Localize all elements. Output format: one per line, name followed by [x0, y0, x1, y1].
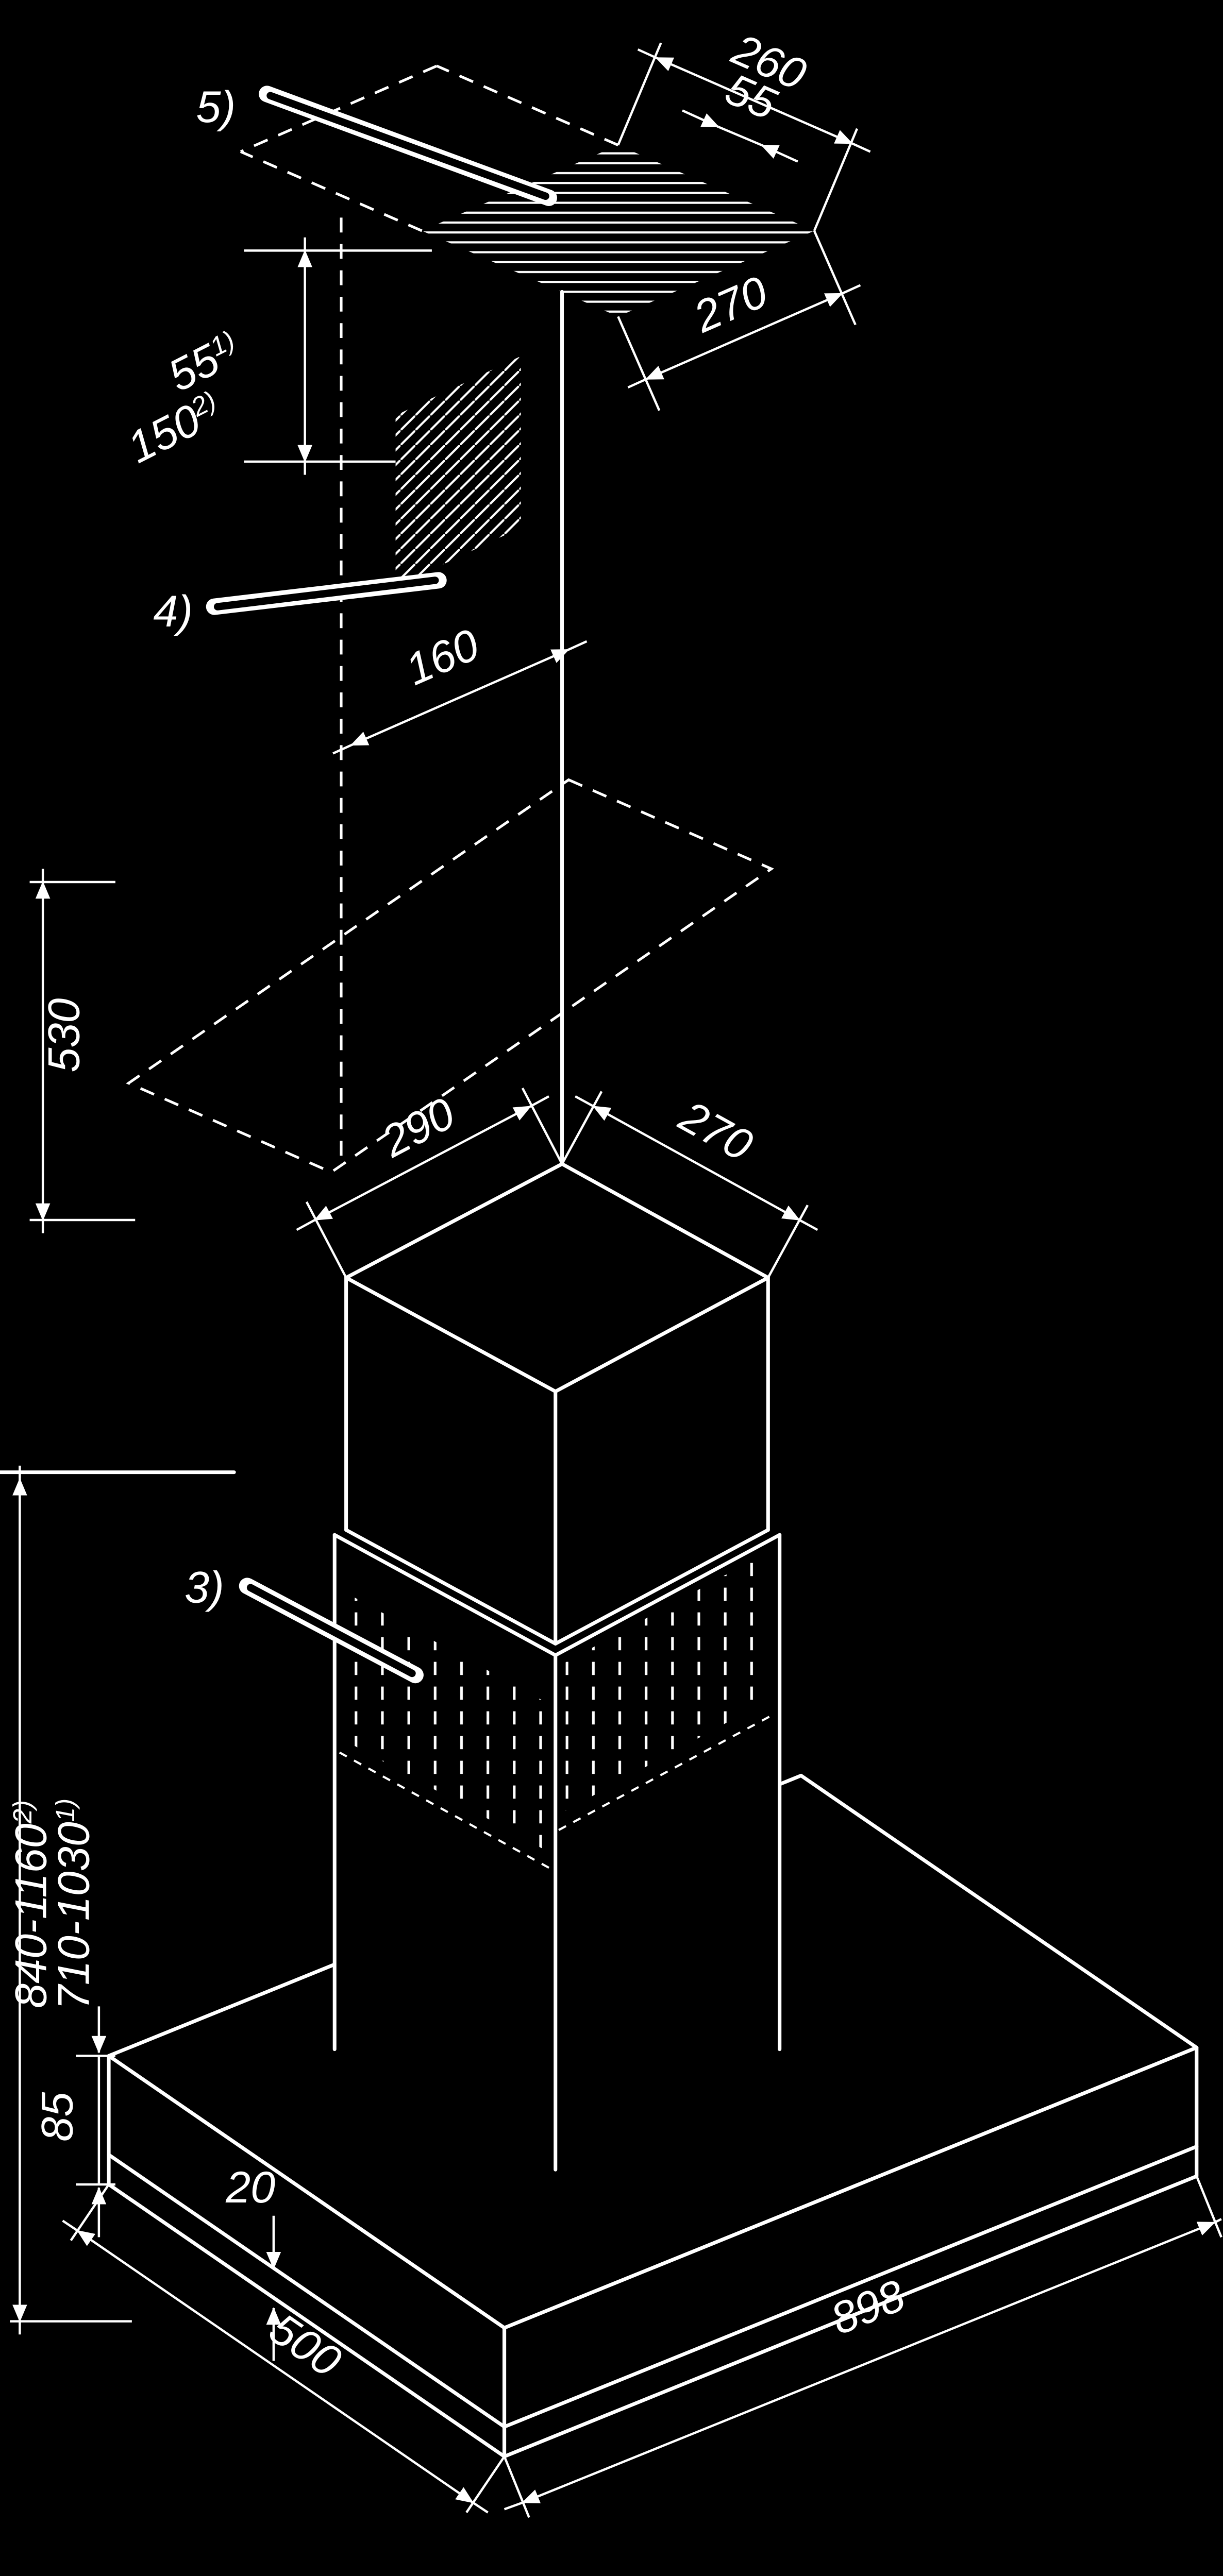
dim-canopy-lip-label: 20 — [225, 2163, 275, 2212]
dim-installation-height: 710-10301) 840-11602) — [7, 1465, 132, 2335]
dim-chimney-width-label: 290 — [374, 1089, 463, 1167]
vent-band-left-boundary — [339, 1751, 553, 1871]
vent-band-right — [560, 1548, 775, 1814]
wall-bracket-hatched — [395, 356, 521, 587]
plate-extension-dashed — [240, 64, 438, 153]
dim-canopy-height-label: 85 — [33, 2092, 82, 2142]
dim-height-range-label-2: 840-11602) — [7, 1800, 56, 2008]
chimney-upper-right-face — [555, 1278, 768, 1644]
plate-extension-dashed — [436, 64, 619, 146]
mounting-rod-4: 4) — [153, 572, 447, 636]
dim-rod-length: 551) 1502) — [120, 237, 432, 475]
callout-vent-label: 3) — [185, 1563, 224, 1612]
dim-bracket-width: 160 — [332, 620, 588, 755]
chimney — [332, 1162, 782, 2172]
dim-rod-length-label-2: 1502) — [120, 384, 229, 473]
chimney-upper-left-face — [346, 1278, 556, 1644]
dim-canopy-height: 85 — [33, 2006, 115, 2238]
mounting-rod-5: 5) — [196, 82, 557, 206]
callout-rod-top-label: 5) — [196, 82, 236, 132]
callout-rod-wall-label: 4) — [153, 587, 193, 636]
dim-chimney-depth-label: 270 — [671, 1091, 760, 1171]
vent-band-right-boundary — [558, 1711, 777, 1831]
dim-bracket-width-label: 160 — [398, 620, 486, 695]
dim-upper-drop: 530 — [29, 869, 136, 1233]
dim-height-range-label-1: 710-10301) — [49, 1799, 99, 2010]
plate-extension-dashed — [240, 150, 423, 232]
mounting-rod-3: 3) — [185, 1563, 424, 1684]
dim-upper-drop-label: 530 — [40, 998, 89, 1073]
